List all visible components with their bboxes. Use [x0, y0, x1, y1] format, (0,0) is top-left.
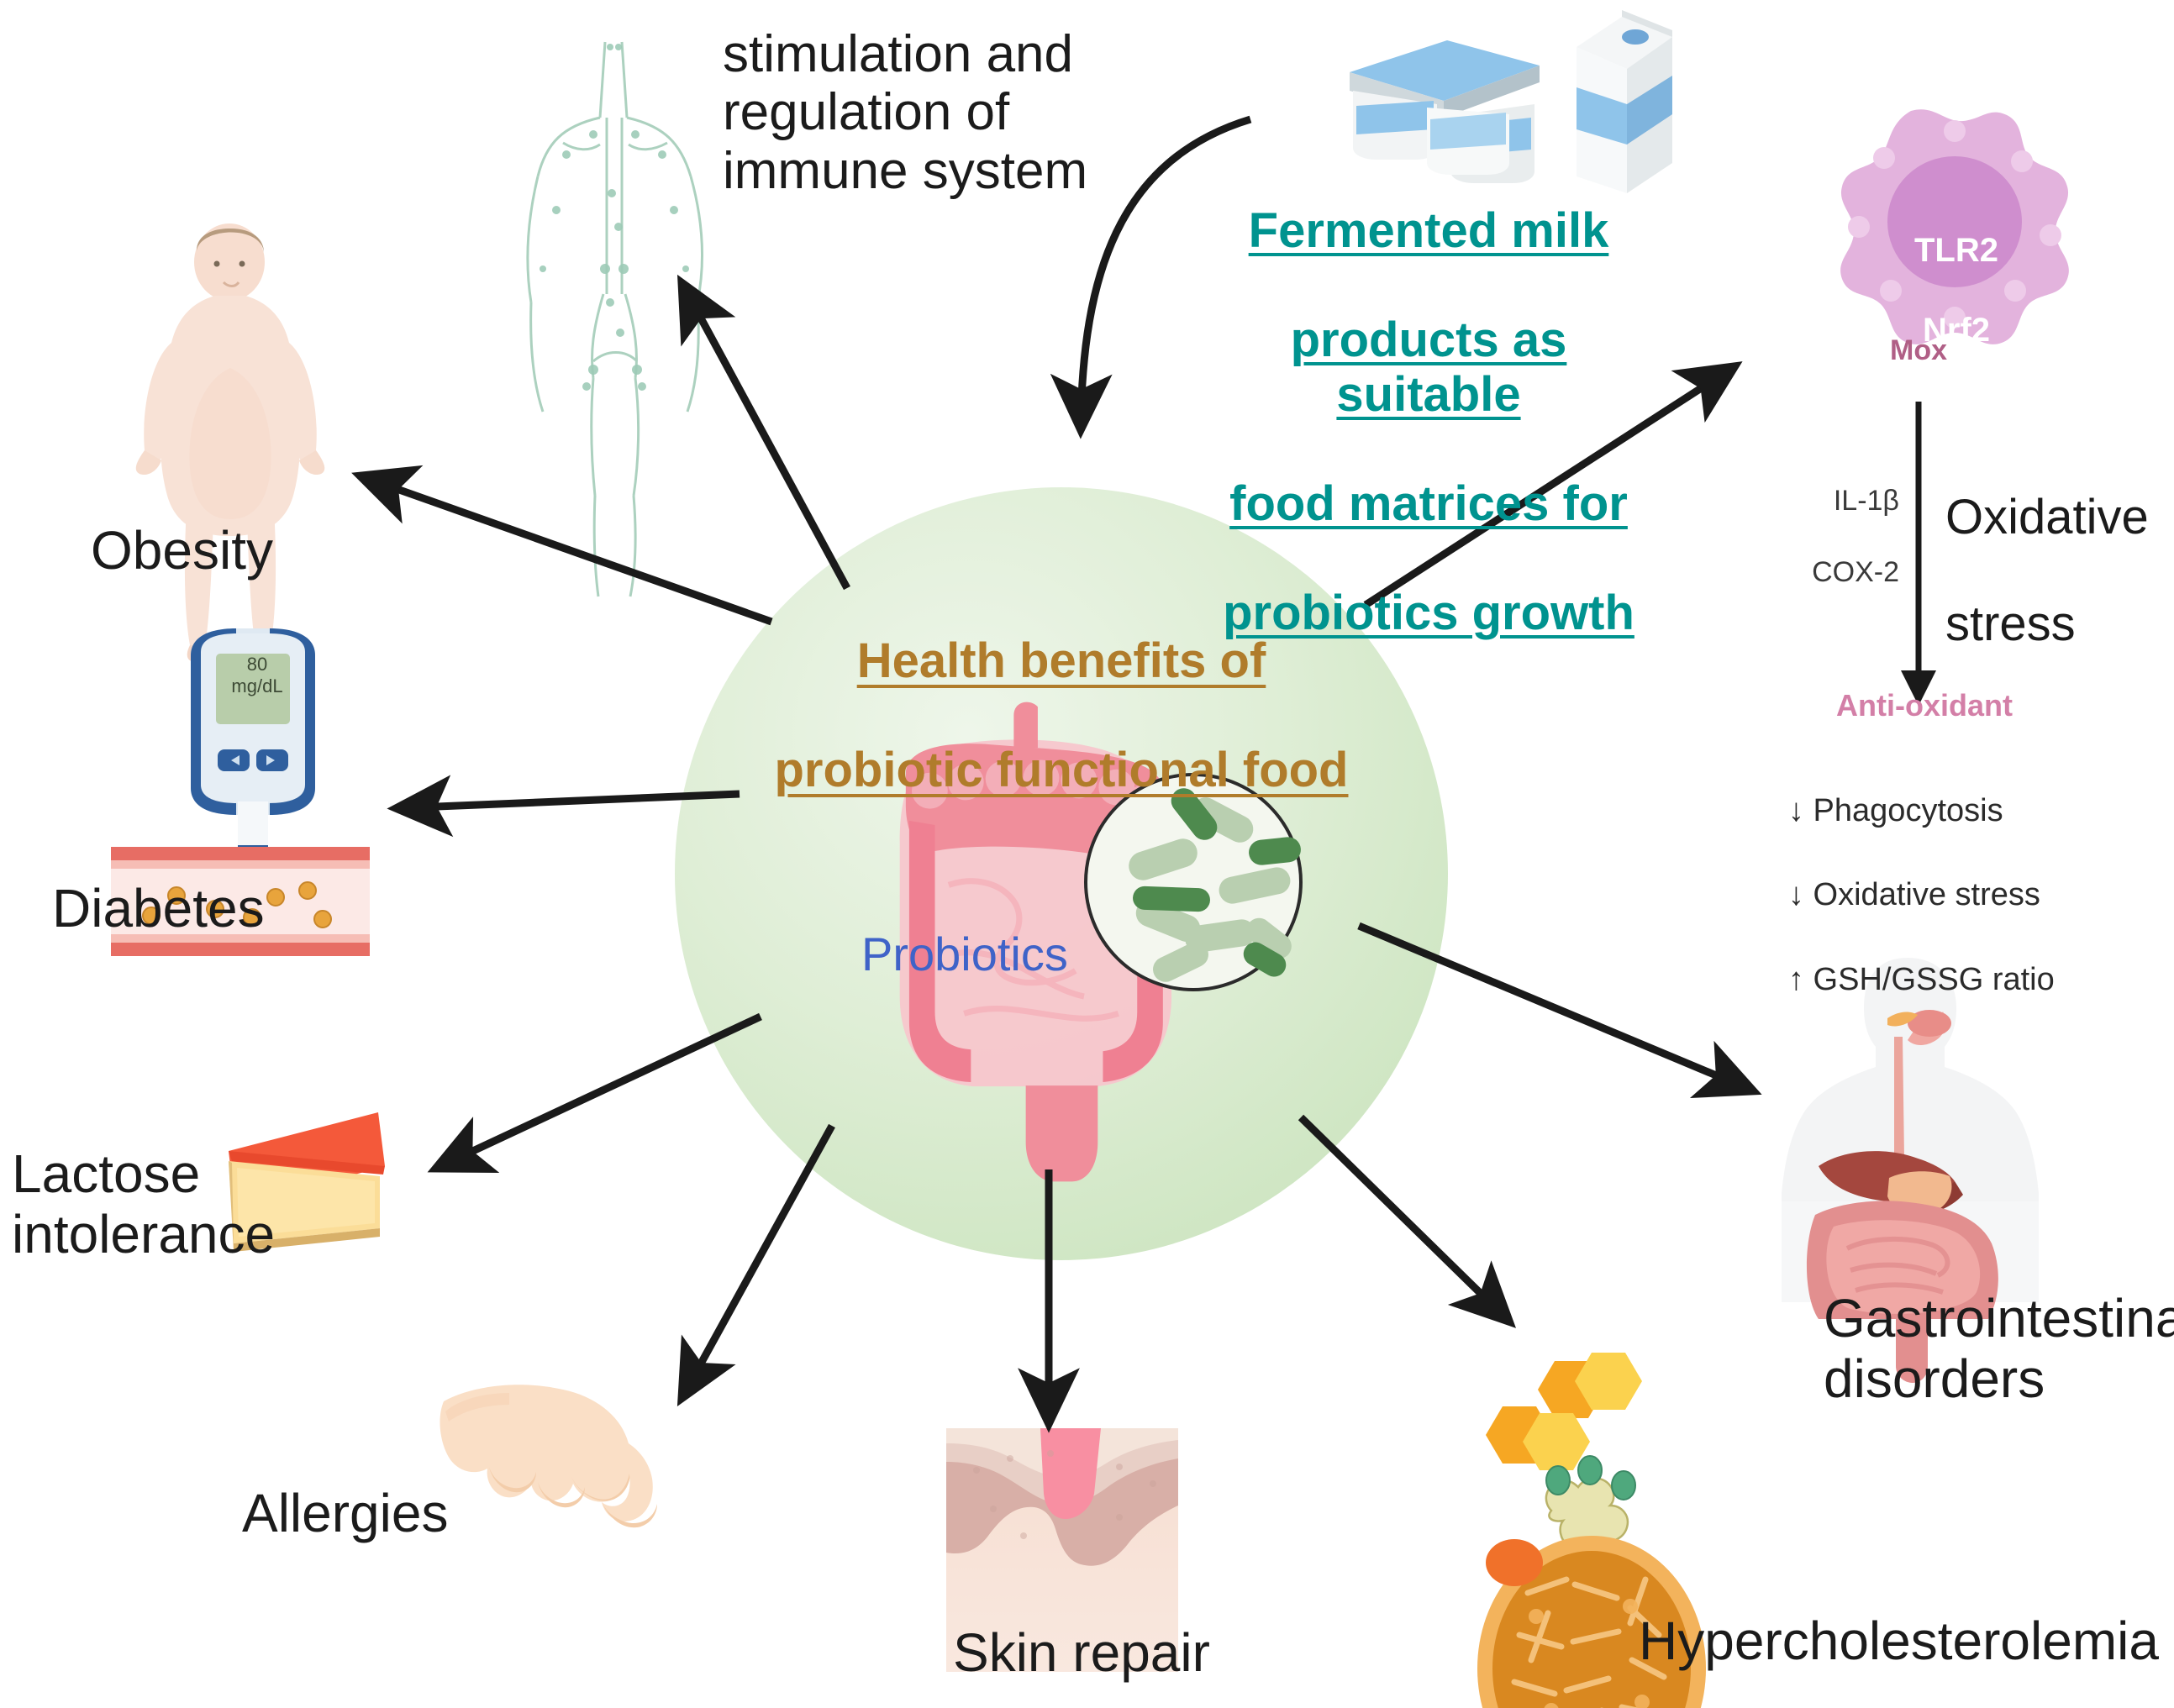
glucose-value: 80 — [246, 654, 268, 675]
antioxidant-effects-list: ↓ Phagocytosis ↓ Oxidative stress ↑ GSH/… — [1788, 748, 2082, 1043]
effect-item-0: ↓ Phagocytosis — [1788, 793, 2003, 829]
outcome-label-diabetes: Diabetes — [52, 878, 265, 938]
arrow-to-lactose — [427, 1012, 762, 1173]
cell-core-line-1: TLR2 — [1914, 232, 1998, 270]
oxidative-stress-label: Oxidative stress — [1945, 437, 2174, 651]
antioxidant-label: Anti-oxidant — [1836, 688, 2013, 723]
cell-receptor-label: TLR2 Nrf2 — [1860, 192, 2053, 350]
arrow-to-immune — [677, 274, 850, 591]
center-title-line-2: probiotic functional food — [774, 742, 1349, 797]
page-title: Health benefits of probiotic functional … — [755, 580, 1368, 798]
cytokine-line-2: COX-2 — [1812, 555, 1899, 588]
immune-system-label: stimulation and regulation of immune sys… — [723, 25, 1088, 200]
cholesterol-hexagons-icon — [1486, 1353, 1642, 1470]
obese-person-icon — [135, 223, 325, 662]
probiotics-label: Probiotics — [861, 928, 1068, 980]
outcome-label-obesity: Obesity — [91, 520, 273, 581]
glucose-unit: mg/dL — [231, 675, 283, 697]
arrow-to-cholesterol — [1298, 1114, 1517, 1328]
oxidative-line-2: stress — [1945, 596, 2076, 652]
bacteria-magnifier-icon — [1084, 773, 1303, 991]
enzyme-icon — [1545, 1455, 1636, 1552]
arrow-to-allergies — [676, 1123, 835, 1407]
hand-icon — [440, 1385, 657, 1528]
outcome-label-hypercholesterolemia: Hypercholesterolemia — [1639, 1611, 2159, 1671]
fermented-milk-heading: Fermented milk products as suitable food… — [1223, 150, 1634, 641]
glucose-reading: 80 mg/dL — [220, 654, 294, 698]
cytokine-line-1: IL-1β — [1833, 484, 1899, 517]
outcome-label-skin-repair: Skin repair — [953, 1622, 1210, 1683]
outcome-label-gastrointestinal-disorders: Gastrointestinal disorders — [1824, 1288, 2174, 1409]
arrow-to-obesity — [351, 465, 773, 626]
arrow-to-diabetes — [387, 775, 740, 838]
fermented-line-2: products as suitable — [1290, 312, 1567, 422]
fermented-line-1: Fermented milk — [1248, 202, 1609, 258]
effect-item-2: ↑ GSH/GSSG ratio — [1788, 961, 2055, 997]
effect-item-1: ↓ Oxidative stress — [1788, 877, 2040, 913]
mox-label: Mox — [1890, 334, 1947, 366]
cytokines-label: IL-1β COX-2 — [1748, 447, 1899, 590]
center-title-line-1: Health benefits of — [856, 633, 1266, 688]
arrow-to-gi — [1357, 922, 1762, 1099]
pathway-arrow — [1901, 402, 1936, 706]
fermented-line-3: food matrices for — [1229, 476, 1628, 531]
oxidative-line-1: Oxidative — [1945, 489, 2149, 544]
outcome-label-lactose-intolerance: Lactose intolerance — [12, 1143, 276, 1264]
lymphatic-system-icon — [526, 41, 704, 597]
outcome-label-allergies: Allergies — [242, 1483, 449, 1543]
